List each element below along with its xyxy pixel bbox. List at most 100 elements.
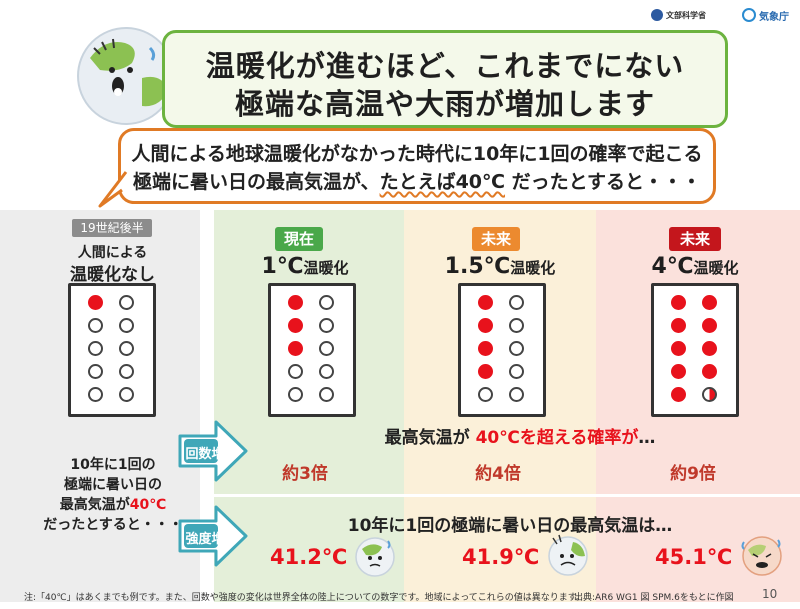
column-3-temp: 4℃温暖化 bbox=[620, 254, 770, 279]
left-text-40: 40℃ bbox=[129, 497, 167, 513]
column-3-dot bbox=[702, 341, 717, 356]
column-1-dot bbox=[319, 387, 334, 402]
callout-line-2-post: だったとすると・・・ bbox=[505, 171, 702, 193]
column-3-temp-suffix: 温暖化 bbox=[693, 259, 739, 277]
column-1-dot bbox=[288, 318, 303, 333]
column-1-tag: 現在 bbox=[275, 227, 323, 251]
column-1-dot bbox=[288, 295, 303, 310]
baseline-dot bbox=[119, 364, 134, 379]
column-1-dot bbox=[288, 341, 303, 356]
earth-overheated-icon bbox=[741, 536, 782, 576]
column-3-dot bbox=[702, 387, 717, 402]
column-2-dot bbox=[509, 318, 524, 333]
baseline-dot bbox=[88, 364, 103, 379]
title-line-1: 温暖化が進むほど、これまでにない bbox=[205, 49, 685, 83]
title-line-2: 極端な高温や大雨が増加します bbox=[234, 87, 655, 121]
callout-line-2-pre: 極端に暑い日の最高気温が、 bbox=[132, 171, 380, 193]
jma-logo-icon bbox=[742, 8, 756, 22]
column-3-dot bbox=[671, 341, 686, 356]
column-1-dice-card bbox=[268, 283, 356, 417]
column-1-dot bbox=[288, 387, 303, 402]
column-1-dot bbox=[319, 318, 334, 333]
column-3-multiplier: 約9倍 bbox=[670, 464, 716, 484]
frequency-arrow-label: 回数増 bbox=[185, 447, 225, 462]
baseline-dot bbox=[119, 341, 134, 356]
scenario-callout: 人間による地球温暖化がなかった時代に10年に1回の確率で起こる 極端に暑い日の最… bbox=[118, 128, 716, 204]
earth-mascot-icon bbox=[77, 27, 175, 125]
column-3-temp-value: 4℃ bbox=[651, 254, 694, 279]
column-2-dice-card bbox=[458, 283, 546, 417]
callout-pointer bbox=[98, 171, 128, 208]
column-1-dot bbox=[319, 364, 334, 379]
column-2-dot bbox=[509, 364, 524, 379]
baseline-label-1: 人間による bbox=[77, 245, 148, 261]
earth-hot-icon bbox=[548, 534, 588, 576]
intensity-arrow-label: 強度増 bbox=[185, 532, 225, 547]
column-3-dot bbox=[671, 318, 686, 333]
column-2-dot bbox=[509, 387, 524, 402]
column-1-dot bbox=[288, 364, 303, 379]
column-1-temp-value: 1℃ bbox=[261, 254, 304, 279]
column-1-multiplier: 約3倍 bbox=[282, 464, 328, 484]
column-2-dot bbox=[509, 341, 524, 356]
intensity-arrow-icon bbox=[178, 505, 248, 567]
baseline-dot bbox=[119, 295, 134, 310]
column-2-dot bbox=[478, 387, 493, 402]
max-temp-row-label: 10年に1回の極端に暑い日の最高気温は… bbox=[347, 516, 673, 536]
column-2-tag: 未来 bbox=[472, 227, 520, 251]
probability-red: 40℃を超える確率が bbox=[475, 428, 639, 448]
mext-logo-icon bbox=[651, 9, 663, 21]
frequency-arrow-icon bbox=[178, 420, 248, 482]
baseline-dot bbox=[88, 295, 103, 310]
column-2-temp-suffix: 温暖化 bbox=[510, 259, 556, 277]
column-3-dice-card bbox=[651, 283, 739, 417]
left-text-line-1: 10年に1回の bbox=[70, 457, 156, 473]
column-2-dot bbox=[509, 295, 524, 310]
baseline-dot bbox=[119, 387, 134, 402]
column-2-max-temp: 41.9℃ bbox=[462, 545, 540, 569]
left-text-line-2: 極端に暑い日の bbox=[64, 477, 162, 493]
column-2-temp-value: 1.5℃ bbox=[444, 254, 511, 279]
column-3-dot bbox=[702, 364, 717, 379]
baseline-dot bbox=[119, 318, 134, 333]
column-3-tag: 未来 bbox=[669, 227, 721, 251]
column-2-multiplier: 約4倍 bbox=[475, 464, 521, 484]
callout-underlined: たとえば40℃ bbox=[379, 171, 506, 193]
footer-note: 注:「40℃」はあくまでも例です。また、回数や強度の変化は世界全体の陸上について… bbox=[24, 593, 585, 603]
column-2-temp: 1.5℃温暖化 bbox=[420, 254, 580, 279]
baseline-dice-card bbox=[68, 283, 156, 417]
row-divider bbox=[214, 494, 800, 497]
baseline-dot bbox=[88, 318, 103, 333]
baseline-label-2: 温暖化なし bbox=[70, 265, 155, 285]
left-explanation: 10年に1回の 極端に暑い日の 最高気温が40℃ だったとすると・・・ bbox=[28, 455, 198, 535]
column-2-dot bbox=[478, 295, 493, 310]
column-3-dot bbox=[671, 295, 686, 310]
column-1-temp: 1℃温暖化 bbox=[230, 254, 380, 279]
baseline-dot bbox=[88, 341, 103, 356]
mext-logo: 文部科学省 bbox=[651, 6, 711, 24]
page-number: 10 bbox=[762, 587, 778, 601]
column-1-dot bbox=[319, 341, 334, 356]
column-3-dot bbox=[702, 318, 717, 333]
baseline-tag: 19世紀後半 bbox=[72, 219, 152, 237]
column-3-max-temp: 45.1℃ bbox=[655, 545, 733, 569]
mext-logo-text: 文部科学省 bbox=[666, 10, 706, 20]
column-3-dot bbox=[671, 387, 686, 402]
column-2-dot bbox=[478, 318, 493, 333]
column-3-dot bbox=[671, 364, 686, 379]
probability-post: … bbox=[638, 428, 656, 448]
probability-row-label: 最高気温が 40℃を超える確率が… bbox=[330, 423, 710, 448]
left-text-line-3-pre: 最高気温が bbox=[59, 497, 130, 513]
column-2-dot bbox=[478, 341, 493, 356]
probability-pre: 最高気温が bbox=[384, 428, 476, 448]
title-box: 温暖化が進むほど、これまでにない 極端な高温や大雨が増加します bbox=[162, 30, 728, 128]
column-3-dot bbox=[702, 295, 717, 310]
column-1-max-temp: 41.2℃ bbox=[270, 545, 348, 569]
column-1-temp-suffix: 温暖化 bbox=[303, 259, 349, 277]
left-text-line-3: 最高気温が40℃ bbox=[28, 495, 198, 515]
left-text-line-4: だったとすると・・・ bbox=[43, 517, 183, 533]
column-2-dot bbox=[478, 364, 493, 379]
footer-source: 出典:AR6 WG1 図 SPM.6をもとに作図 bbox=[574, 593, 734, 603]
baseline-dot bbox=[88, 387, 103, 402]
jma-logo-text: 気象庁 bbox=[759, 11, 789, 23]
